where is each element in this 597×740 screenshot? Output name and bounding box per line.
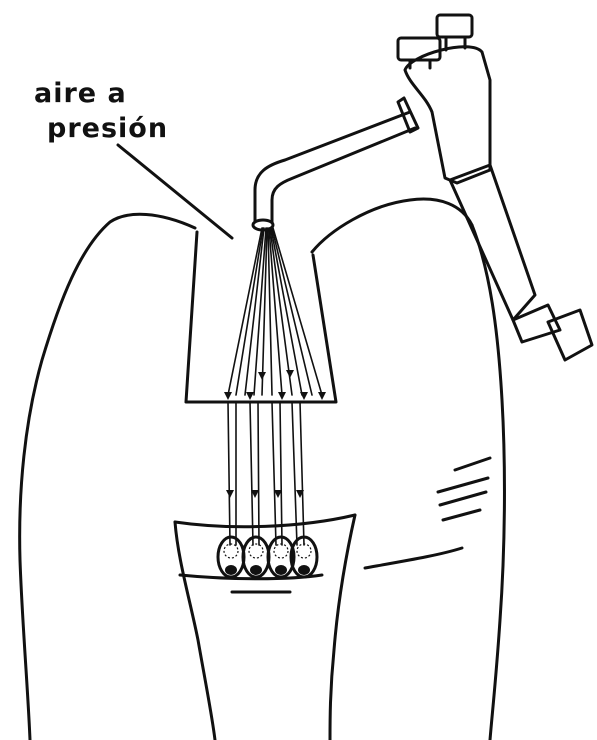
body-outline-left	[20, 214, 195, 740]
gun-body-upper	[405, 47, 490, 183]
label-leader-line	[118, 145, 232, 238]
lower-tube-left-wall	[175, 522, 215, 740]
shading-strokes	[365, 458, 490, 568]
lower-tube-rim	[175, 515, 355, 527]
bulb-cell	[243, 537, 269, 577]
bulb-cell	[218, 537, 244, 577]
air-gun	[398, 15, 592, 360]
bulb-cells	[218, 537, 317, 577]
gun-barrel	[450, 165, 535, 320]
nozzle-tip	[253, 220, 273, 230]
lower-tube-right-wall	[330, 515, 355, 740]
air-spray	[228, 228, 322, 395]
body-outline-top-right	[312, 199, 472, 252]
nozzle-tube-inner	[272, 128, 415, 222]
gun-knob-right	[437, 15, 472, 37]
